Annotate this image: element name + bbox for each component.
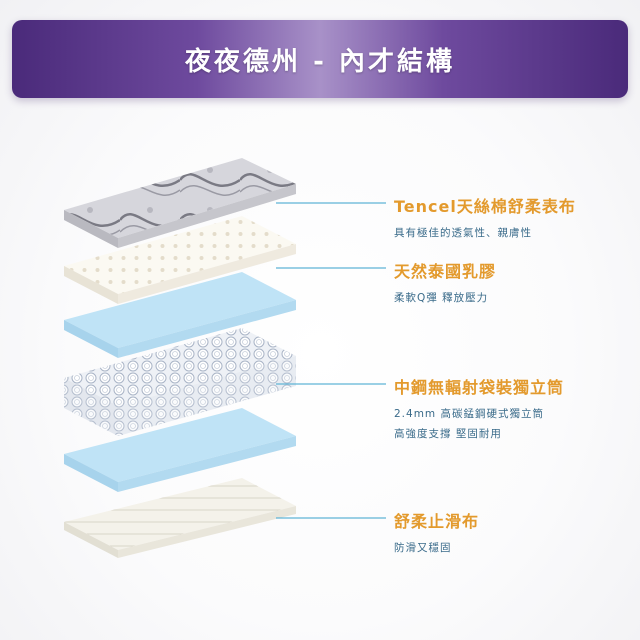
- header-banner: 夜夜德州 - 內才結構: [12, 20, 628, 98]
- feature-desc: 防滑又穩固: [394, 542, 452, 554]
- feature-pocket-springs: 中鋼無輻射袋裝獨立筒 2.4mm 高碳錳鋼硬式獨立筒 高強度支撐 堅固耐用: [394, 374, 564, 444]
- page-title: 夜夜德州 - 內才結構: [185, 46, 455, 77]
- feature-desc: 高強度支撐 堅固耐用: [394, 428, 502, 440]
- layer-foam-bottom: [64, 408, 296, 492]
- feature-anti-slip: 舒柔止滑布 防滑又穩固: [394, 508, 479, 558]
- feature-tencel: Tencel天絲棉舒柔表布 具有極佳的透氣性、親膚性: [394, 193, 576, 243]
- feature-latex: 天然泰國乳膠 柔軟Q彈 釋放壓力: [394, 258, 496, 308]
- layer-latex: [64, 216, 296, 304]
- feature-title: 舒柔止滑布: [394, 512, 480, 531]
- layer-pocket-springs: [64, 328, 296, 436]
- feature-desc: 柔軟Q彈 釋放壓力: [394, 292, 489, 304]
- layer-anti-slip-base: [64, 478, 296, 558]
- feature-desc: 2.4mm 高碳錳鋼硬式獨立筒: [394, 408, 544, 420]
- feature-title: 天然泰國乳膠: [394, 262, 497, 281]
- layer-foam-top: [64, 272, 296, 358]
- feature-title: 中鋼無輻射袋裝獨立筒: [394, 378, 565, 397]
- feature-desc: 具有極佳的透氣性、親膚性: [394, 227, 532, 239]
- feature-title: Tencel天絲棉舒柔表布: [394, 197, 576, 216]
- layer-tencel-fabric: [64, 158, 296, 248]
